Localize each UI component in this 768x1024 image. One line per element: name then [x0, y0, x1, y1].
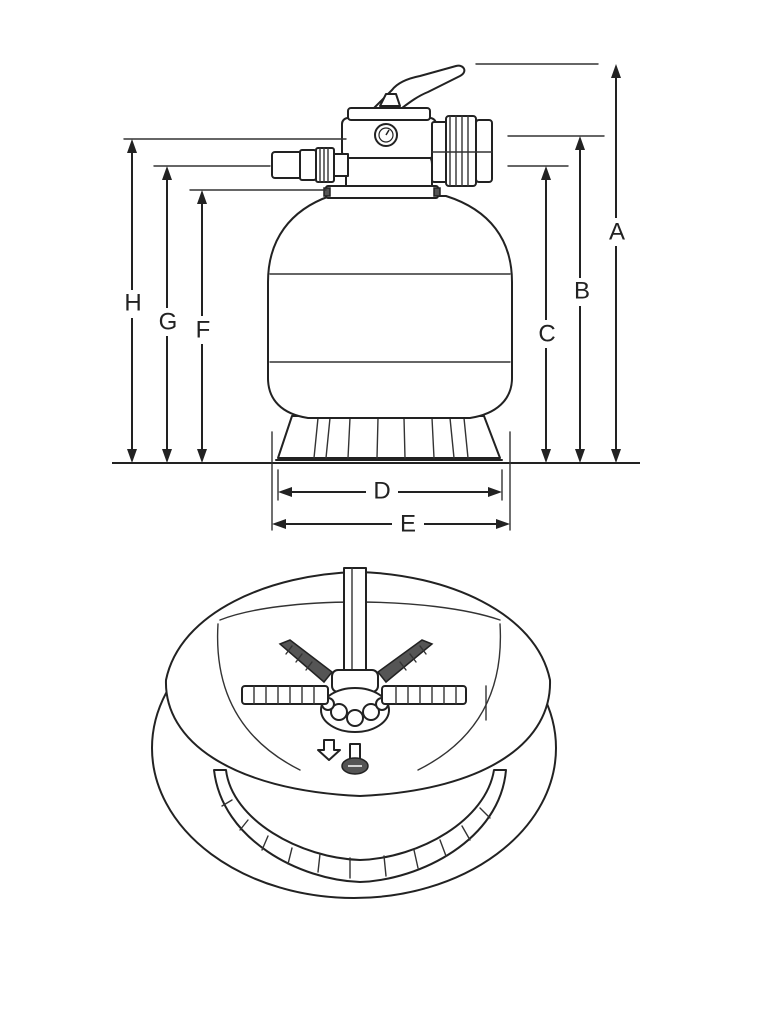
- dimension-d: D: [278, 477, 502, 506]
- dimension-a: A: [604, 64, 630, 463]
- center-standpipe: [343, 567, 367, 677]
- lateral-right-horizontal: [381, 685, 467, 705]
- label-f: F: [196, 316, 211, 343]
- dimension-b: B: [568, 136, 594, 463]
- label-c: C: [538, 320, 555, 347]
- label-h: H: [124, 289, 141, 316]
- laterals-hub: [320, 669, 390, 733]
- label-e: E: [400, 510, 416, 537]
- dimension-c: C: [534, 166, 560, 463]
- base-ribs: [213, 769, 507, 883]
- filter-tank: [267, 195, 513, 419]
- lateral-left-horizontal: [241, 685, 329, 705]
- right-pipe-port: [431, 115, 493, 187]
- label-a: A: [609, 218, 625, 245]
- lateral-right-diagonal: [376, 639, 434, 684]
- drain-arrow-icon: [317, 739, 341, 761]
- dimension-g: G: [155, 166, 181, 463]
- drain-plug: [341, 743, 369, 775]
- dimension-h: H: [120, 139, 146, 463]
- label-d: D: [373, 477, 390, 504]
- filter-cutaway-view: [151, 567, 557, 899]
- label-b: B: [574, 277, 590, 304]
- dimension-f: F: [190, 190, 216, 463]
- left-pipe-port: [271, 147, 349, 183]
- base-stand: [275, 415, 503, 461]
- lateral-left-diagonal: [278, 639, 334, 684]
- dimension-e: E: [272, 510, 510, 538]
- label-g: G: [159, 308, 178, 335]
- tank-collar: [323, 185, 441, 199]
- filter-side-view: A B C H: [112, 63, 640, 538]
